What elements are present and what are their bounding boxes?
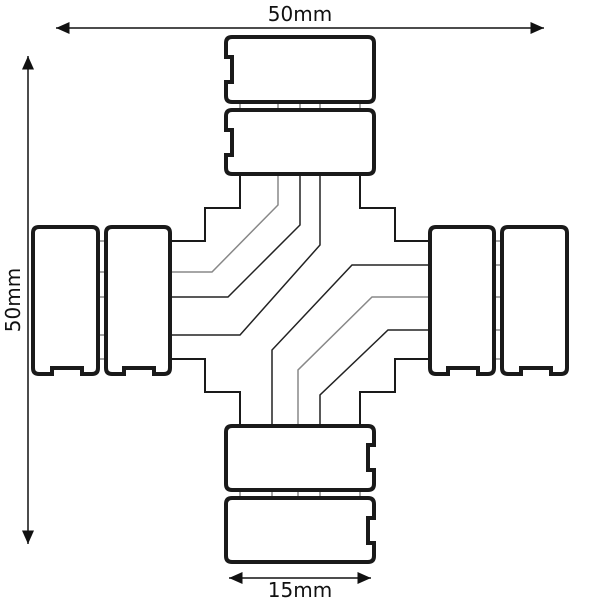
bottom-connector-inner [224,424,376,492]
top-connector-outer [224,35,376,104]
left-connector-inner [104,225,172,376]
bottom-connector-outer [224,496,376,564]
right-connector-inner [428,225,496,376]
top-connector-inner [224,108,376,176]
right-connector-outer [500,225,569,376]
wires-bottom-right [98,240,502,498]
left-connector-outer [31,225,100,376]
wires-top-left [171,102,361,336]
width-label: 50mm [268,2,332,26]
connector-width-label: 15mm [268,578,332,600]
height-label: 50mm [1,268,25,332]
